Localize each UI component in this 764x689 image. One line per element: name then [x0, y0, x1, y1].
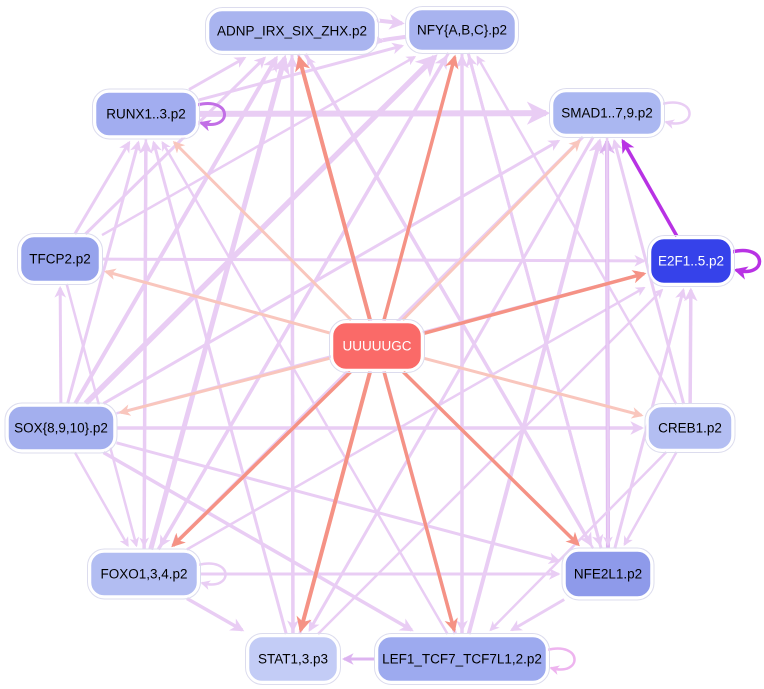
node-stat[interactable]: STAT1,3.p3 — [245, 633, 341, 685]
edge-center-smad — [401, 139, 581, 322]
edge-foxo-e2f1 — [186, 286, 646, 551]
node-label-tfcp2: TFCP2.p2 — [29, 252, 91, 267]
edge-runx-adnp — [188, 56, 247, 91]
edge-center-nfy — [382, 54, 459, 321]
edge-sox-tfcp2 — [54, 285, 67, 404]
node-foxo[interactable]: FOXO1,3,4.p2 — [87, 548, 201, 600]
edge-center-tfcp2 — [103, 268, 331, 335]
node-label-nfe2l1: NFE2L1.p2 — [574, 567, 642, 582]
node-label-creb1: CREB1.p2 — [658, 421, 722, 436]
edge-adnp-nfy — [375, 14, 405, 30]
edge-stat-e2f1 — [317, 288, 664, 635]
self-loop-e2f1 — [731, 248, 762, 280]
self-loop-foxo — [197, 562, 227, 590]
edge-sox-smad — [102, 139, 561, 405]
edge-sox-foxo — [73, 451, 129, 548]
edge-center-sox — [118, 356, 331, 416]
edge-smad-nfe2l1 — [603, 136, 613, 547]
edge-creb1-e2f1 — [683, 287, 698, 405]
node-label-stat: STAT1,3.p3 — [258, 652, 328, 667]
node-creb1[interactable]: CREB1.p2 — [644, 403, 736, 453]
node-label-smad: SMAD1..7,9.p2 — [561, 106, 653, 121]
edge-runx-foxo — [139, 138, 150, 548]
node-label-lef1: LEF1_TCF7_TCF7L1,2.p2 — [382, 652, 542, 667]
edge-creb1-lef1 — [489, 451, 668, 632]
node-runx[interactable]: RUNX1..3.p2 — [92, 88, 200, 140]
node-label-sox: SOX{8,9,10}.p2 — [14, 421, 108, 436]
edge-foxo-stat — [186, 596, 245, 632]
edge-sox-runx — [66, 140, 142, 404]
edge-runx-smad — [198, 101, 551, 125]
edge-sox-adnp — [73, 55, 279, 405]
node-e2f1[interactable]: E2F1..5.p2 — [647, 235, 735, 287]
edge-e2f1-smad — [621, 138, 679, 237]
node-label-foxo: FOXO1,3,4.p2 — [100, 567, 187, 582]
node-label-center: UUUUUGC — [343, 339, 412, 354]
self-loop-smad — [661, 101, 691, 129]
self-loop-lef1 — [546, 647, 576, 675]
edge-center-lef1 — [382, 371, 458, 633]
edge-smad-stat — [308, 136, 595, 632]
node-tfcp2[interactable]: TFCP2.p2 — [17, 233, 103, 285]
self-loop-runx — [196, 102, 226, 132]
edge-sox-nfe2l1 — [116, 441, 561, 564]
edge-creb1-nfe2l1 — [623, 451, 678, 547]
node-lef1[interactable]: LEF1_TCF7_TCF7L1,2.p2 — [374, 633, 550, 685]
node-smad[interactable]: SMAD1..7,9.p2 — [549, 88, 665, 138]
edge-center-nfe2l1 — [402, 370, 580, 547]
node-adnp[interactable]: ADNP_IRX_SIX_ZHX.p2 — [205, 7, 379, 55]
edge-runx-nfy — [198, 42, 405, 102]
edge-sox-lef1 — [102, 450, 414, 632]
node-label-e2f1: E2F1..5.p2 — [658, 254, 724, 269]
node-label-adnp: ADNP_IRX_SIX_ZHX.p2 — [217, 24, 367, 39]
edge-tfcp2-e2f1 — [101, 254, 647, 267]
edge-center-e2f1 — [423, 270, 647, 335]
edge-nfe2l1-lef1 — [509, 598, 565, 632]
edge-nfy-foxo — [159, 52, 450, 548]
edge-center-creb1 — [423, 356, 644, 419]
edge-lef1-runx — [161, 140, 449, 635]
node-center[interactable]: UUUUUGC — [329, 319, 425, 373]
node-label-runx: RUNX1..3.p2 — [106, 107, 186, 122]
node-sox[interactable]: SOX{8,9,10}.p2 — [4, 402, 118, 454]
node-nfy[interactable]: NFY{A,B,C}.p2 — [405, 6, 519, 54]
edge-creb1-nfy — [476, 55, 678, 405]
edge-tfcp2-runx — [73, 140, 131, 235]
edge-nfe2l1-adnp — [306, 56, 595, 550]
edge-center-adnp — [295, 55, 372, 321]
edge-center-stat — [296, 371, 372, 633]
edge-center-runx — [172, 141, 353, 322]
edge-center-foxo — [171, 370, 352, 548]
node-label-nfy: NFY{A,B,C}.p2 — [417, 23, 507, 38]
edge-nfy-adnp — [368, 31, 407, 48]
node-nfe2l1[interactable]: NFE2L1.p2 — [561, 547, 655, 601]
edge-adnp-stat — [287, 53, 299, 633]
